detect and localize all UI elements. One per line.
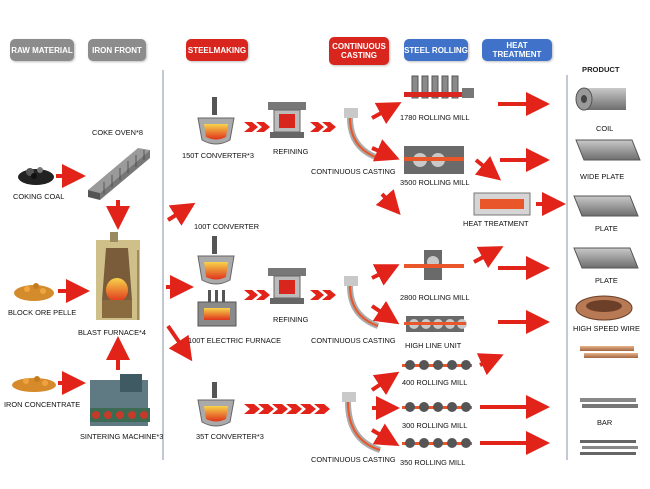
label-product-coil: COIL: [596, 124, 614, 133]
ore-pellet-pile-icon: [14, 283, 54, 301]
header-continuous-casting: CONTINUOUS CASTING: [329, 37, 389, 65]
label-rolling-400: 400 ROLLING MILL: [402, 378, 468, 387]
label-product-high-speed-wire: HIGH SPEED WIRE: [573, 324, 640, 333]
bar-stock-product-icon: [580, 346, 638, 455]
label-refining-2: REFINING: [273, 315, 309, 324]
iron-concentrate-pile-icon: [12, 376, 56, 392]
coil-product-icon: [575, 87, 626, 111]
label-blast-furnace: BLAST FURNACE*4: [78, 328, 147, 337]
plate-product-icon: [573, 195, 639, 217]
rolling-mill-350-icon: [402, 438, 472, 448]
refining-unit-icon: [268, 102, 306, 138]
label-product-plate-2: PLATE: [595, 276, 618, 285]
rolling-mill-1780-icon: [404, 75, 474, 99]
label-continuous-casting-3: CONTINUOUS CASTING: [311, 455, 396, 464]
header-iron-front: IRON FRONT: [88, 39, 146, 61]
high-line-unit-icon: [404, 316, 467, 332]
label-rolling-350: 350 ROLLING MILL: [400, 458, 466, 467]
refining-unit-icon: [268, 268, 306, 304]
coking-coal-pile-icon: [18, 167, 54, 185]
rolling-mill-300-icon: [402, 402, 472, 412]
continuous-caster-icon: [344, 276, 380, 329]
wire-coil-product-icon: [575, 295, 633, 321]
header-steel-rolling: STEEL ROLLING: [404, 39, 468, 61]
header-heat-treatment: HEAT TREATMENT: [482, 39, 552, 61]
label-sintering: SINTERING MACHINE*3: [80, 432, 164, 441]
label-continuous-casting-2: CONTINUOUS CASTING: [311, 336, 396, 345]
label-product-wide-plate: WIDE PLATE: [580, 172, 625, 181]
header-steelmaking: STEELMAKING: [186, 39, 248, 61]
label-product-bar: BAR: [597, 418, 613, 427]
electric-furnace-100t-icon: [197, 290, 237, 327]
label-product-plate-1: PLATE: [595, 224, 618, 233]
label-converter-150t: 150T CONVERTER*3: [182, 151, 255, 160]
continuous-caster-icon: [342, 392, 382, 453]
label-heat-treatment: HEAT TREATMENT: [463, 219, 529, 228]
plate-product-icon: [573, 247, 639, 269]
label-rolling-3500: 3500 ROLLING MILL: [400, 178, 470, 187]
header-product: PRODUCT: [582, 65, 620, 74]
label-rolling-300: 300 ROLLING MILL: [402, 421, 468, 430]
label-continuous-casting-1: CONTINUOUS CASTING: [311, 167, 396, 176]
label-high-line-unit: HIGH LINE UNIT: [405, 341, 462, 350]
blast-furnace-icon: [96, 232, 140, 320]
label-electric-furnace: 100T ELECTRIC FURNACE: [188, 336, 282, 345]
rolling-mill-2800-icon: [404, 250, 464, 280]
rolling-mill-3500-icon: [404, 146, 464, 174]
header-raw-material: RAW MATERIAL: [10, 39, 74, 61]
label-coking-coal: COKING COAL: [13, 192, 65, 201]
label-converter-100t: 100T CONVERTER: [194, 222, 260, 231]
label-converter-35t: 35T CONVERTER*3: [196, 432, 264, 441]
wide-plate-product-icon: [575, 139, 641, 161]
heat-treatment-furnace-icon: [473, 192, 531, 216]
label-coke-oven: COKE OVEN*8: [92, 128, 143, 137]
sintering-machine-icon: [90, 374, 150, 426]
converter-150t-icon: [197, 97, 235, 145]
converter-100t-icon: [197, 236, 235, 285]
rolling-mill-400-icon: [402, 360, 472, 370]
label-block-ore: BLOCK ORE PELLE: [8, 308, 77, 317]
label-rolling-1780: 1780 ROLLING MILL: [400, 113, 470, 122]
label-refining-1: REFINING: [273, 147, 309, 156]
label-iron-concentrate: IRON CONCENTRATE: [4, 400, 81, 409]
coke-oven-icon: [88, 148, 150, 200]
label-rolling-2800: 2800 ROLLING MILL: [400, 293, 470, 302]
converter-35t-icon: [197, 382, 235, 427]
